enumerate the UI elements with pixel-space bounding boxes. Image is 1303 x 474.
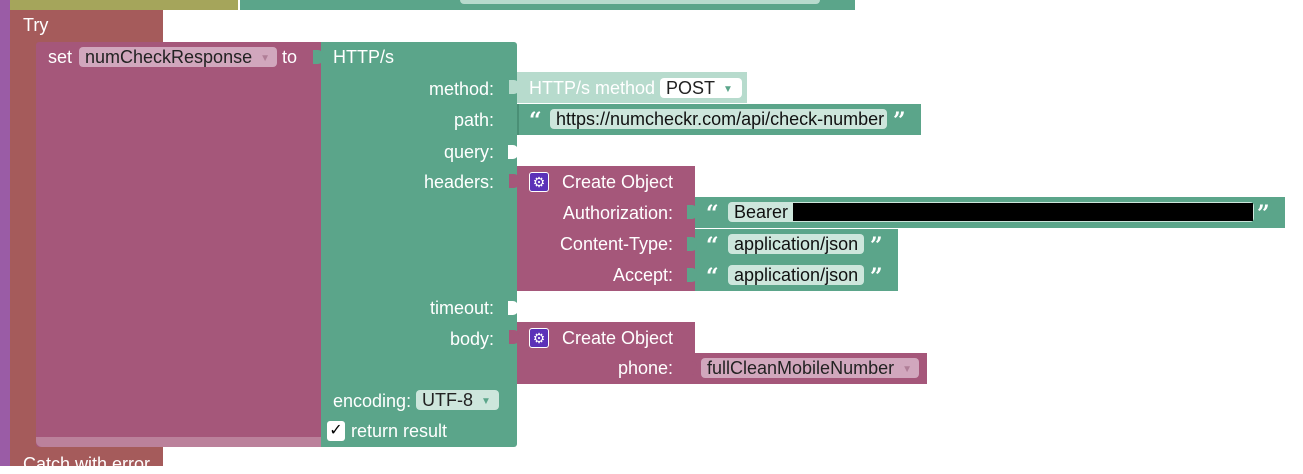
- body-object-title: Create Object: [562, 328, 674, 348]
- method-block-label: HTTP/s method: [529, 78, 656, 98]
- open-quote-icon: “: [529, 108, 542, 134]
- http-title: HTTP/s: [333, 47, 394, 67]
- set-block-underline: [36, 437, 321, 447]
- close-quote-icon: ”: [1257, 201, 1270, 227]
- method-dropdown[interactable]: POST ▼: [660, 78, 742, 98]
- left-rail: [0, 0, 10, 466]
- top-olive-block[interactable]: [10, 0, 238, 10]
- authorization-plug: [687, 205, 697, 219]
- query-socket[interactable]: [508, 145, 518, 159]
- accept-value: application/json: [734, 265, 859, 285]
- headers-object-title: Create Object: [562, 172, 674, 192]
- method-plug: [509, 80, 519, 94]
- variable-name: numCheckResponse: [85, 47, 253, 67]
- chevron-down-icon: ▼: [902, 364, 912, 375]
- accept-input[interactable]: application/json: [728, 265, 864, 285]
- content-type-input[interactable]: application/json: [728, 234, 864, 254]
- open-quote-icon: “: [706, 201, 719, 227]
- encoding-value: UTF-8: [422, 390, 473, 410]
- content-type-value: application/json: [734, 234, 859, 254]
- path-plug: [509, 112, 519, 126]
- method-value: POST: [666, 78, 716, 98]
- header-key-authorization: Authorization:: [562, 203, 673, 223]
- http-block[interactable]: [321, 42, 517, 447]
- timeout-label: timeout:: [429, 298, 494, 318]
- chevron-down-icon: ▼: [723, 84, 733, 95]
- chevron-down-icon: ▼: [260, 53, 270, 64]
- headers-label: headers:: [423, 172, 494, 192]
- path-input[interactable]: https://numcheckr.com/api/check-number: [550, 109, 887, 129]
- try-label: Try: [23, 15, 49, 35]
- phone-variable-name: fullCleanMobileNumber: [707, 358, 895, 378]
- open-quote-icon: “: [706, 233, 719, 259]
- to-label: to: [282, 47, 298, 67]
- headers-plug: [509, 174, 519, 188]
- body-label: body:: [449, 329, 494, 349]
- query-label: query:: [443, 142, 494, 162]
- path-value: https://numcheckr.com/api/check-number: [556, 109, 885, 129]
- redaction-bar: [793, 203, 1253, 221]
- top-green-block[interactable]: [240, 0, 855, 10]
- close-quote-icon: ”: [893, 108, 906, 134]
- encoding-label: encoding:: [333, 391, 412, 411]
- path-label: path:: [453, 110, 494, 130]
- body-key-phone: phone:: [617, 358, 673, 378]
- http-input-notch: [313, 50, 323, 64]
- chevron-down-icon: ▼: [481, 396, 491, 407]
- try-block-spine: [10, 10, 36, 466]
- header-key-accept: Accept:: [612, 265, 673, 285]
- path-text-block-edge: [517, 104, 519, 135]
- encoding-dropdown[interactable]: UTF-8 ▼: [416, 390, 499, 410]
- open-quote-icon: “: [706, 264, 719, 290]
- close-quote-icon: ”: [870, 233, 883, 259]
- phone-variable-dropdown[interactable]: fullCleanMobileNumber ▼: [701, 358, 919, 378]
- gear-icon[interactable]: ⚙: [529, 328, 549, 348]
- set-label: set: [48, 47, 73, 67]
- return-checkbox[interactable]: ✓: [327, 421, 345, 441]
- gear-icon[interactable]: ⚙: [529, 172, 549, 192]
- body-plug: [509, 330, 519, 344]
- close-quote-icon: ”: [870, 264, 883, 290]
- authorization-value: Bearer: [734, 202, 789, 222]
- catch-label: Catch with error: [23, 454, 151, 474]
- phone-plug: [687, 361, 697, 375]
- timeout-socket[interactable]: [508, 301, 518, 315]
- return-label: return result: [351, 421, 448, 441]
- header-key-content-type: Content-Type:: [559, 234, 673, 254]
- accept-plug: [687, 268, 697, 282]
- top-green-field[interactable]: [460, 0, 820, 4]
- set-block[interactable]: [36, 42, 326, 447]
- try-block-bottom: [10, 450, 163, 466]
- method-label: method:: [428, 79, 494, 99]
- variable-dropdown[interactable]: numCheckResponse ▼: [79, 47, 277, 67]
- content-type-plug: [687, 237, 697, 251]
